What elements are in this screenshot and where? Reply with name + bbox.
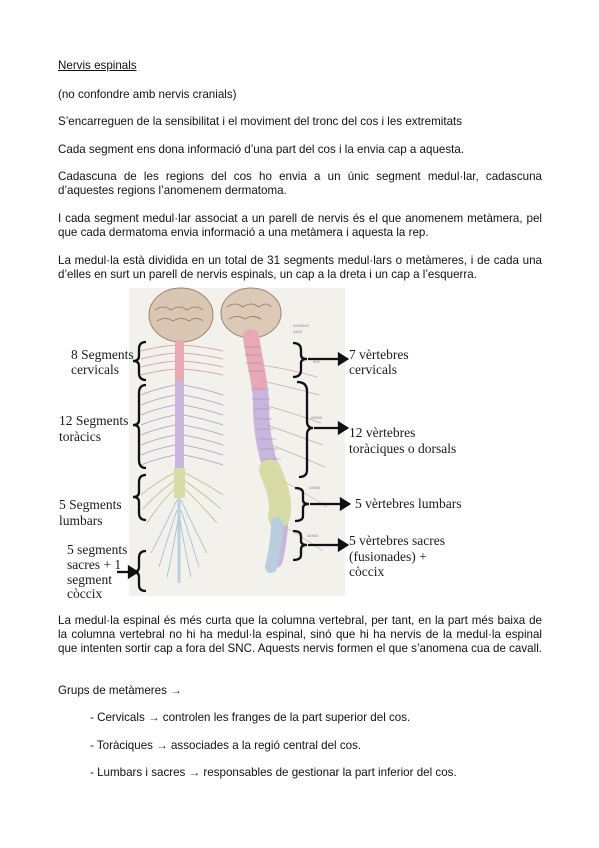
paragraph-function: S’encarreguen de la sensibilitat i el mo… [58,115,463,128]
label-thoracic-vertebrae-2: toràciques o dorsals [349,441,456,456]
paragraph-division: La medul·la està dividida en un total de… [58,254,542,281]
label-thoracic-vertebrae-1: 12 vèrtebres [349,425,415,440]
label-sacral-segments-4: còccix [67,586,102,600]
section-title: Nervis espinals [58,59,137,72]
label-cervical-vertebrae-1: 7 vèrtebres [349,347,409,362]
paragraph-segment: Cada segment ens dona informació d’una p… [58,143,465,156]
label-sacral-vertebrae-3: còccix [349,564,384,579]
paragraph-cauda-equina: La medul·la espinal és més curta que la … [58,614,542,655]
paragraph-note: (no confondre amb nervis cranials) [58,88,237,101]
cord-cervical [175,340,184,380]
label-sacral-segments-1: 5 segments [67,542,127,557]
paragraph-dermatoma: Cadascuna de les regions del cos ho envi… [58,170,542,197]
label-cervical-vertebrae-2: cervicals [349,362,397,377]
label-thoracic-segments-2: toràcics [59,429,101,444]
label-sacral-vertebrae-1: 5 vèrtebres sacres [349,533,445,548]
label-sacral-vertebrae-2: (fusionades) + [349,549,427,564]
label-cervical-segments-2: cervicals [71,362,119,377]
svg-text:xxx: xxx [313,359,321,364]
list-item: - Cervicals → controlen les franges de l… [90,711,411,724]
cord-thoracic [175,380,184,468]
label-thoracic-segments-1: 12 Segments [59,413,128,428]
right-brackets [292,341,314,562]
svg-text:xxxxxxx: xxxxxxx [293,323,310,328]
label-sacral-segments-3: segment [67,572,112,587]
svg-text:xxxxx: xxxxx [307,533,319,538]
arrows [117,351,352,580]
svg-text:xxxx: xxxx [293,329,303,334]
label-lumbar-segments-2: lumbars [59,513,103,528]
cord-lumbar [174,468,185,498]
svg-text:xxxxx: xxxxx [311,415,323,420]
paragraph-metamera: I cada segment medul·lar associat a un p… [58,212,542,239]
brain-left [148,287,214,343]
list-item: - Lumbars i sacres → responsables de ges… [90,766,457,779]
svg-text:xxxxx: xxxxx [309,485,321,490]
label-lumbar-segments-1: 5 Segments [59,497,122,512]
label-cervical-segments-1: 8 Segments [71,347,134,362]
vertebral-column [243,329,292,573]
paragraph-groups: Grups de metàmeres → [58,684,182,697]
list-item: - Toràciques → associades a la regió cen… [90,739,362,752]
label-sacral-segments-2: sacres + 1 [67,557,121,572]
label-lumbar-vertebrae: 5 vèrtebres lumbars [355,496,461,511]
